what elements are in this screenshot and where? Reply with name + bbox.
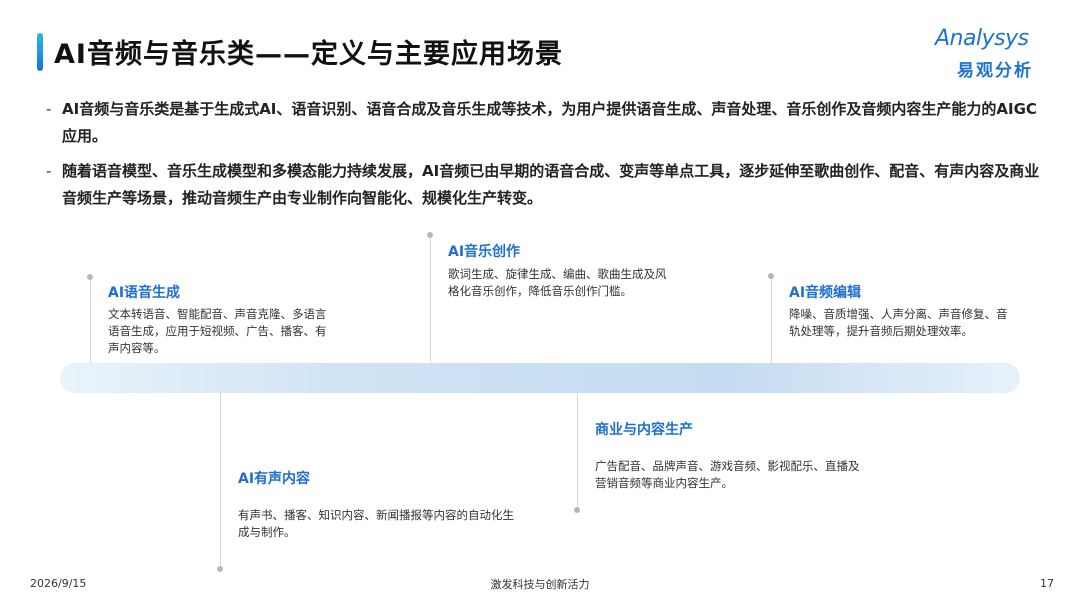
editing-card-desc: 降噪、音质增强、人声分离、声音修复、音轨处理等，提升音频后期处理效率。 [789,307,1008,338]
analysys-logo: Analysys 易观分析 [935,26,1055,86]
connector-dot-audio-content [217,566,223,572]
connector-line-speech [90,278,91,363]
speech-card-desc: 文本转语音、智能配音、声音克隆、多语言语音生成，应用于短视频、广告、播客、有声内… [108,307,327,355]
bullet-item: - 随着语音模型、音乐生成模型和多模态能力持续发展，AI音频已由早期的语音合成、… [46,158,1046,212]
timeline-band [60,363,1020,393]
connector-line-audio-content [220,393,221,568]
connector-line-editing [771,277,772,363]
footer-date: 2026/9/15 [30,577,87,590]
bullet-item: - AI音频与音乐类是基于生成式AI、语音识别、语音合成及音乐生成等技术，为用户… [46,96,1046,150]
footer-slogan: 激发科技与创新活力 [490,578,590,591]
connector-dot-speech [87,274,93,280]
bullet-marker: - [46,162,52,180]
logo-chinese-name: 易观分析 [957,61,1033,81]
speech-card-title: AI语音生成 [108,285,181,301]
connector-line-commercial [577,393,578,509]
audio-content-card-desc: 有声书、播客、知识内容、新闻播报等内容的自动化生成与制作。 [238,508,514,539]
music-card-title: AI音乐创作 [448,244,521,260]
commercial-card-title: 商业与内容生产 [595,422,693,438]
editing-card-title: AI音频编辑 [789,285,862,301]
title-accent-bar [37,33,43,71]
intro-bullets: - AI音频与音乐类是基于生成式AI、语音识别、语音合成及音乐生成等技术，为用户… [46,96,1046,220]
connector-dot-editing [768,273,774,279]
commercial-card-desc: 广告配音、品牌声音、游戏音频、影视配乐、直播及营销音频等商业内容生产。 [595,459,860,490]
bullet-marker: - [46,100,52,118]
bullet-text: 随着语音模型、音乐生成模型和多模态能力持续发展，AI音频已由早期的语音合成、变声… [62,162,1040,207]
bullet-text: AI音频与音乐类是基于生成式AI、语音识别、语音合成及音乐生成等技术，为用户提供… [62,100,1037,145]
connector-line-music [430,236,431,363]
audio-content-card-title: AI有声内容 [238,471,311,487]
page-title: AI音频与音乐类——定义与主要应用场景 [54,39,563,70]
connector-dot-commercial [574,507,580,513]
music-card-desc: 歌词生成、旋律生成、编曲、歌曲生成及风格化音乐创作，降低音乐创作门槛。 [448,267,667,298]
logo-wordmark: Analysys [935,26,1029,51]
connector-dot-music [427,232,433,238]
page-number: 17 [1040,577,1054,590]
